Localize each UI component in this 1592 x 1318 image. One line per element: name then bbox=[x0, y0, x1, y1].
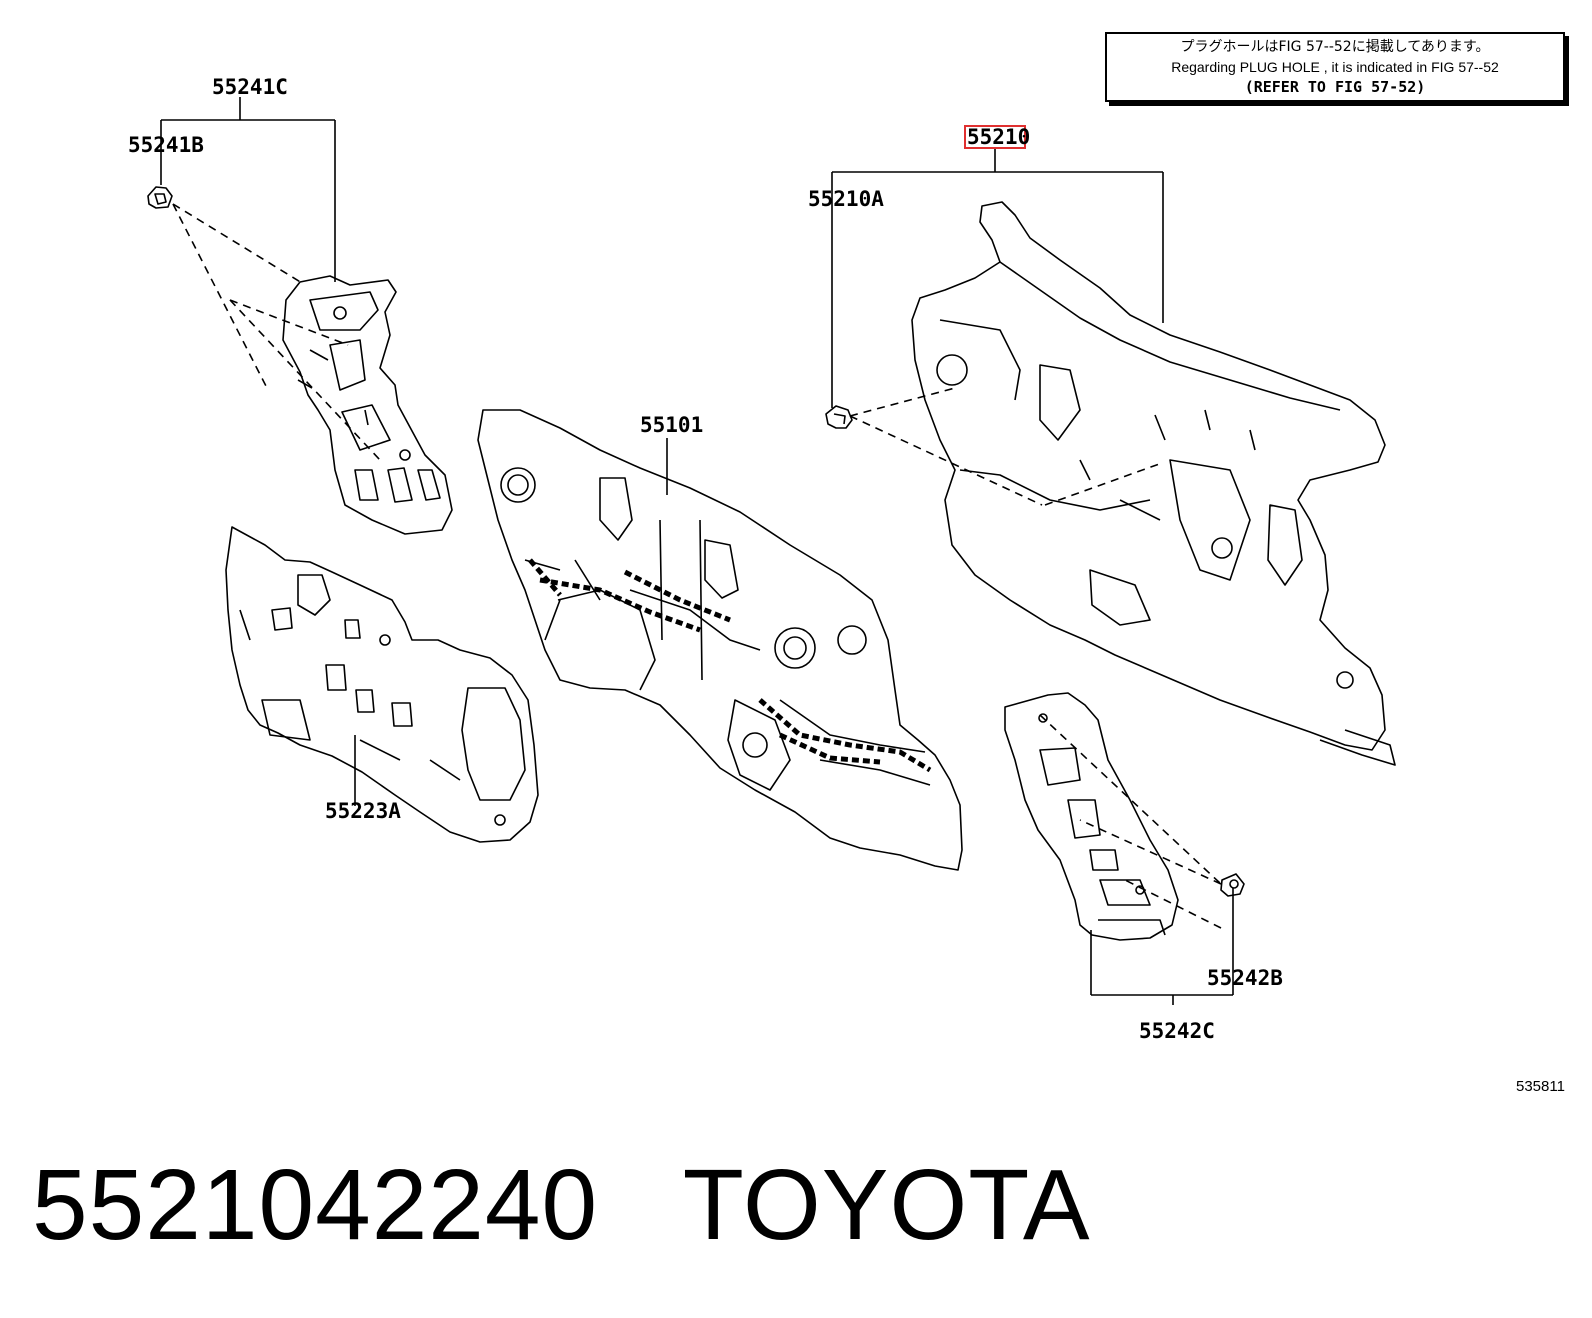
part-55241c-drawing bbox=[282, 275, 453, 535]
alignment-lines bbox=[172, 203, 1222, 929]
label-55242c: 55242C bbox=[1139, 1019, 1215, 1043]
part-55223a-drawing bbox=[225, 526, 539, 843]
caption: 5521042240 TOYOTA bbox=[32, 1150, 1091, 1260]
label-55210a: 55210A bbox=[808, 187, 884, 211]
caption-brand: TOYOTA bbox=[682, 1149, 1091, 1261]
clip-55241b-drawing bbox=[147, 186, 173, 209]
label-55242b: 55242B bbox=[1207, 966, 1283, 990]
part-55242c-drawing bbox=[1004, 692, 1179, 941]
label-55101: 55101 bbox=[640, 413, 703, 437]
selected-part-highlight bbox=[964, 125, 1026, 149]
part-55101-sealer bbox=[528, 558, 932, 773]
note-line-english: Regarding PLUG HOLE , it is indicated in… bbox=[1171, 59, 1499, 75]
plug-hole-note: プラグホールはFIG 57--52に掲載してあります。 Regarding PL… bbox=[1105, 32, 1565, 102]
leader-lines bbox=[160, 97, 1234, 1005]
label-55223a: 55223A bbox=[325, 799, 401, 823]
note-line-japanese: プラグホールはFIG 57--52に掲載してあります。 bbox=[1180, 39, 1490, 55]
figure-number: 535811 bbox=[1516, 1078, 1565, 1095]
label-55241c: 55241C bbox=[212, 75, 288, 99]
part-55101-drawing bbox=[477, 409, 963, 871]
clip-55242b-drawing bbox=[1220, 873, 1245, 897]
part-55210-drawing bbox=[911, 201, 1396, 766]
note-line-reference: (REFER TO FIG 57-52) bbox=[1244, 78, 1426, 96]
label-55241b: 55241B bbox=[128, 133, 204, 157]
caption-part-number: 5521042240 bbox=[32, 1149, 599, 1261]
clip-55210a-drawing bbox=[825, 405, 853, 429]
label-55210[interactable]: 55210 bbox=[967, 125, 1030, 149]
